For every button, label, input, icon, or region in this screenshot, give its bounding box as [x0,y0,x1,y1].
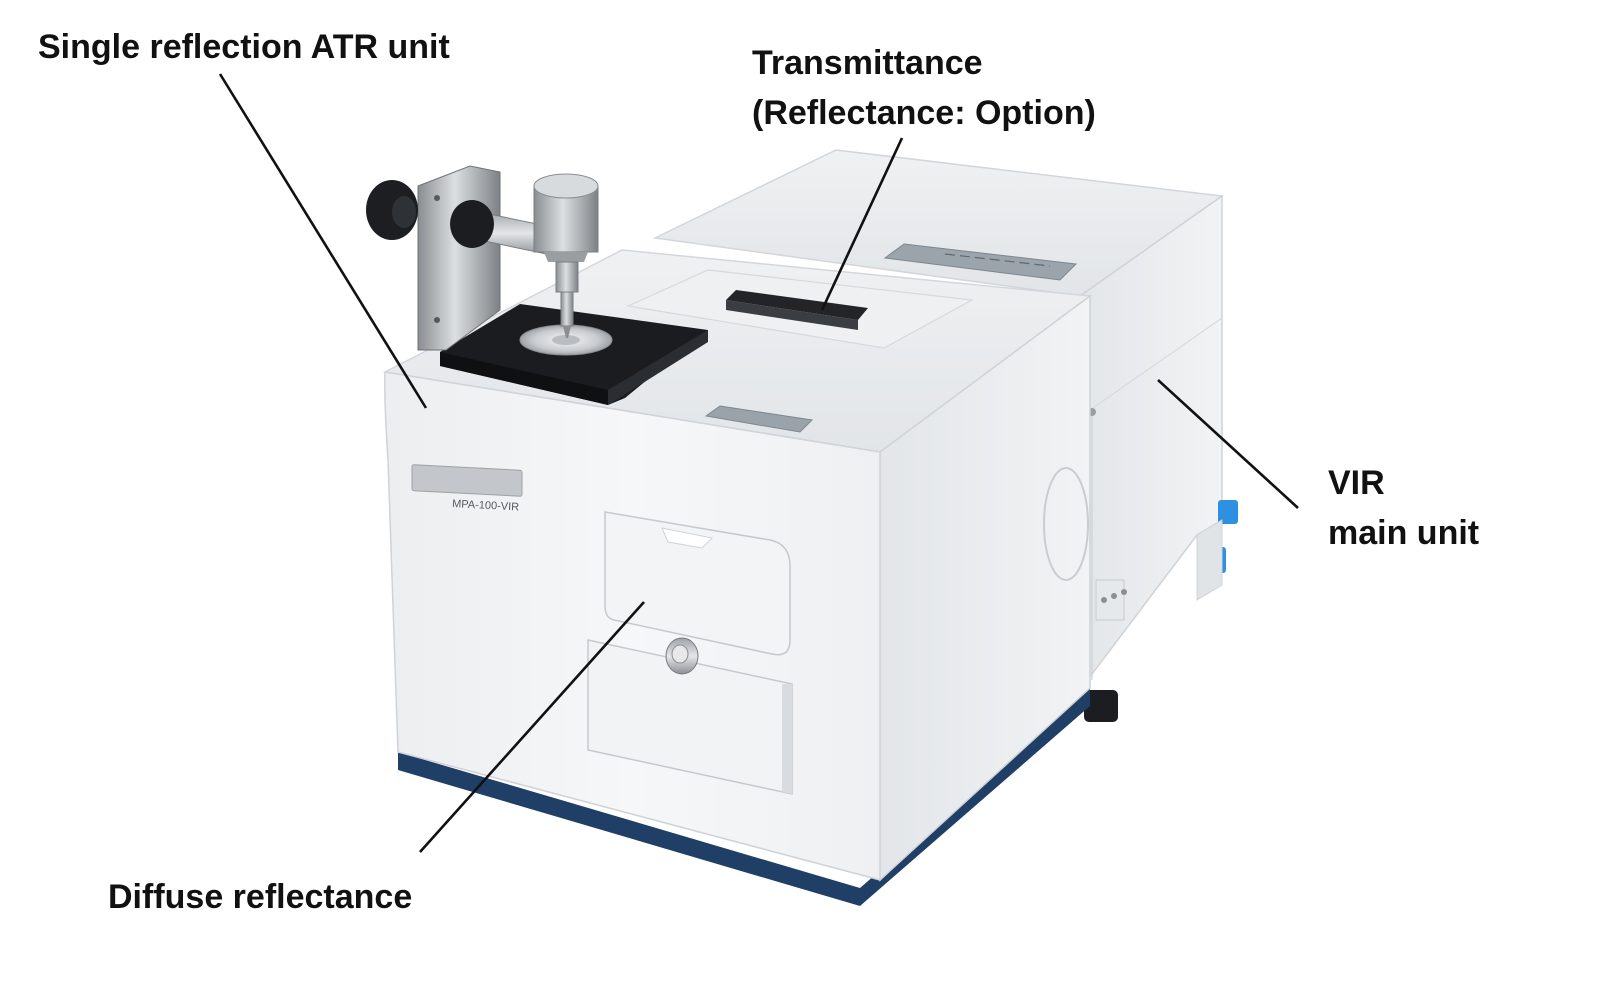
label-atr-unit: Single reflection ATR unit [38,22,450,72]
label-diffuse-text: Diffuse reflectance [108,878,413,916]
label-transmittance: Transmittance (Reflectance: Option) [752,38,1096,138]
leader-line-diffuse [419,601,645,853]
label-vir-line1: VIR [1328,464,1385,502]
label-atr-unit-text: Single reflection ATR unit [38,28,450,66]
label-transmittance-line1: Transmittance [752,44,983,82]
model-plate: MPA-100-VIR [411,464,523,514]
label-transmittance-line2: (Reflectance: Option) [752,94,1096,132]
model-plate-text: MPA-100-VIR [452,498,520,513]
label-diffuse-reflectance: Diffuse reflectance [108,872,412,922]
blue-connector-knob [1218,500,1238,524]
diffuse-reflectance-door-upper [604,511,791,656]
leader-line-transmittance [820,137,904,311]
thumb-screw [665,637,699,675]
leader-line-atr [218,73,428,409]
leader-line-vir [1157,379,1299,509]
single-reflection-atr-unit [366,165,708,405]
vir-main-unit [652,149,1238,722]
label-vir-line2: main unit [1328,514,1480,552]
label-vir-main-unit: VIR main unit [1328,458,1479,558]
